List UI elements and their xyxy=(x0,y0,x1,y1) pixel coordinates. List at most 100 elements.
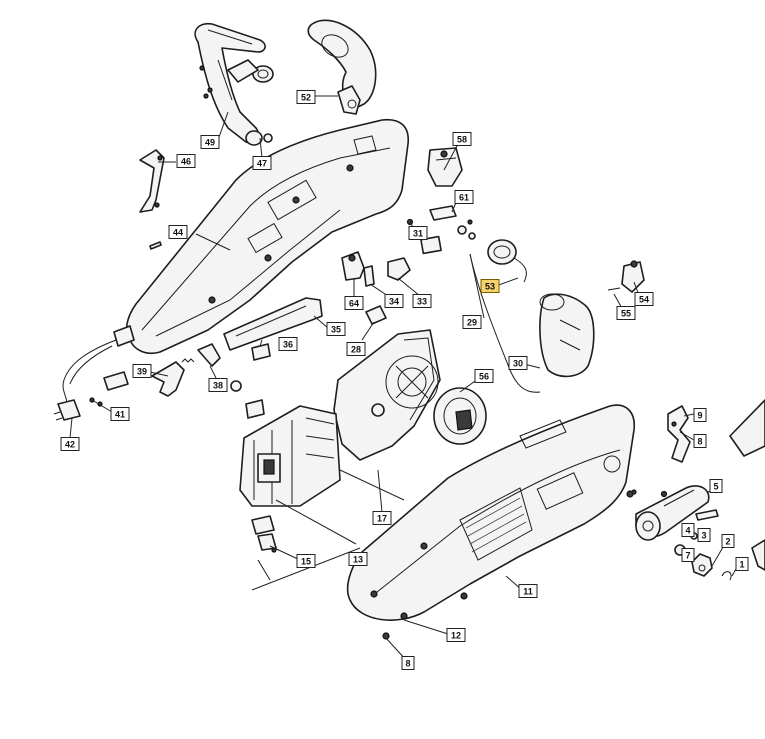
part-oil-system xyxy=(469,239,595,393)
callout-58: 58 xyxy=(452,132,472,146)
part-front-handle xyxy=(194,22,274,146)
callout-number: 17 xyxy=(377,513,387,523)
callout-number: 42 xyxy=(65,439,75,449)
callout-number: 41 xyxy=(115,409,125,419)
callout-42: 42 xyxy=(60,437,80,451)
callout-number: 39 xyxy=(137,366,147,376)
callout-number: 36 xyxy=(283,339,293,349)
callout-box xyxy=(681,548,695,562)
callout-box xyxy=(110,407,130,421)
callout-53: 53 xyxy=(480,279,500,293)
part-switch-components xyxy=(341,218,442,325)
callout-56: 56 xyxy=(474,369,494,383)
callout-box xyxy=(326,322,346,336)
part-left-housing xyxy=(113,118,409,355)
callout-52: 52 xyxy=(296,90,316,104)
callout-number: 29 xyxy=(467,317,477,327)
callout-number: 47 xyxy=(257,158,267,168)
part-handle-bracket xyxy=(139,149,165,213)
part-vent-grille xyxy=(465,497,527,553)
part-right-switch xyxy=(607,260,645,293)
callout-labels: 1234578891112131517282930313334353638394… xyxy=(60,90,749,670)
callout-number: 2 xyxy=(725,536,730,546)
callout-28: 28 xyxy=(346,342,366,356)
callout-number: 64 xyxy=(349,298,359,308)
part-motor-casing xyxy=(333,329,441,461)
callout-box xyxy=(634,292,654,306)
callout-box xyxy=(208,378,228,392)
callout-47: 47 xyxy=(252,156,272,170)
callout-box xyxy=(412,294,432,308)
callout-1: 1 xyxy=(735,557,749,571)
callout-box xyxy=(278,337,298,351)
callout-13: 13 xyxy=(348,552,368,566)
callout-number: 56 xyxy=(479,371,489,381)
callout-number: 31 xyxy=(413,228,423,238)
callout-box xyxy=(200,135,220,149)
callout-5: 5 xyxy=(709,479,723,493)
callout-31: 31 xyxy=(408,226,428,240)
callout-number: 7 xyxy=(685,550,690,560)
callout-number: 1 xyxy=(739,559,744,569)
callout-36: 36 xyxy=(278,337,298,351)
callout-30: 30 xyxy=(508,356,528,370)
callout-number: 15 xyxy=(301,556,311,566)
callout-39: 39 xyxy=(132,364,152,378)
callout-46: 46 xyxy=(176,154,196,168)
callout-8: 8 xyxy=(401,656,415,670)
callout-34: 34 xyxy=(384,294,404,308)
callout-box xyxy=(681,523,695,537)
part-brushes xyxy=(251,515,277,581)
callout-box xyxy=(296,554,316,568)
callout-number: 9 xyxy=(697,410,702,420)
callout-4: 4 xyxy=(681,523,695,537)
callout-55: 55 xyxy=(616,306,636,320)
callout-number: 5 xyxy=(713,481,718,491)
callout-number: 58 xyxy=(457,134,467,144)
callout-number: 61 xyxy=(459,192,469,202)
callout-number: 54 xyxy=(639,294,649,304)
callout-number: 53 xyxy=(485,281,495,291)
callout-box xyxy=(296,90,316,104)
callout-number: 33 xyxy=(417,296,427,306)
callout-41: 41 xyxy=(110,407,130,421)
callout-2: 2 xyxy=(721,534,735,548)
callout-box xyxy=(346,342,366,356)
part-drive-gear xyxy=(433,387,487,445)
callout-box xyxy=(480,279,500,293)
callout-box xyxy=(474,369,494,383)
callout-number: 30 xyxy=(513,358,523,368)
callout-12: 12 xyxy=(446,628,466,642)
callout-number: 35 xyxy=(331,324,341,334)
callout-11: 11 xyxy=(518,584,538,598)
callout-box xyxy=(132,364,152,378)
callout-box xyxy=(168,225,188,239)
callout-44: 44 xyxy=(168,225,188,239)
callout-7: 7 xyxy=(681,548,695,562)
callout-number: 4 xyxy=(685,525,690,535)
callout-box xyxy=(452,132,472,146)
callout-number: 11 xyxy=(523,586,533,596)
callout-box xyxy=(446,628,466,642)
callout-box xyxy=(252,156,272,170)
part-linkage xyxy=(223,297,323,361)
part-guide-bar xyxy=(729,399,765,571)
part-chain-catcher xyxy=(667,405,691,463)
callout-number: 52 xyxy=(301,92,311,102)
callout-49: 49 xyxy=(200,135,220,149)
callout-number: 3 xyxy=(701,530,706,540)
part-tensioner xyxy=(631,485,732,581)
callout-number: 34 xyxy=(389,296,399,306)
callout-number: 12 xyxy=(451,630,461,640)
callout-number: 8 xyxy=(405,658,410,668)
callout-54: 54 xyxy=(634,292,654,306)
part-switch-lever xyxy=(151,343,242,397)
callout-box xyxy=(462,315,482,329)
callout-box xyxy=(709,479,723,493)
callout-number: 44 xyxy=(173,227,183,237)
callout-17: 17 xyxy=(372,511,392,525)
callout-number: 8 xyxy=(697,436,702,446)
callout-box xyxy=(693,408,707,422)
callout-8: 8 xyxy=(693,434,707,448)
